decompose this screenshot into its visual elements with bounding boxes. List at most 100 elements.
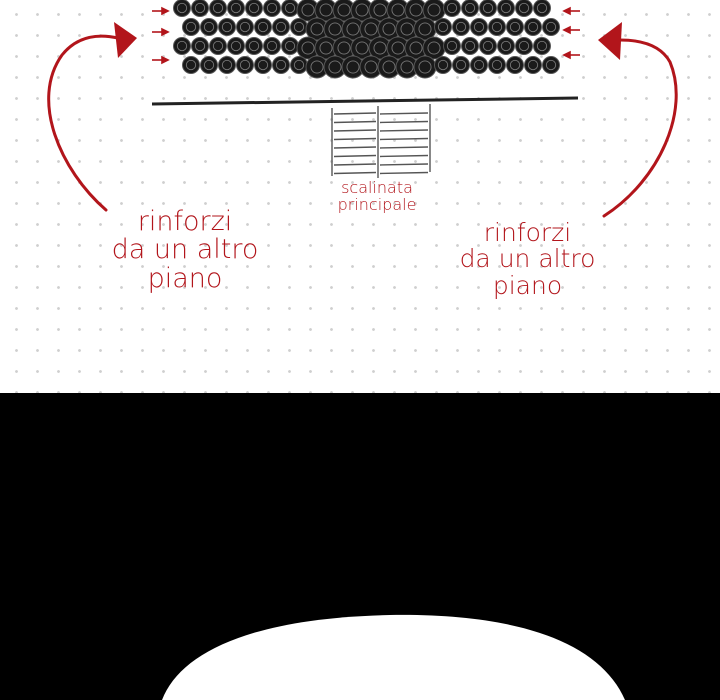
crowd-head-scribble — [328, 60, 342, 74]
crowd-head-scribble — [455, 59, 467, 71]
crowd-head — [470, 18, 488, 36]
crowd-head — [245, 37, 263, 55]
crowd-head — [542, 56, 560, 74]
crowd-head-scribble — [409, 41, 423, 55]
left-annotation-line-3: piano — [147, 262, 223, 294]
crowd-head — [452, 18, 470, 36]
crowd-head — [281, 0, 299, 17]
stair-step — [379, 146, 429, 149]
crowd-head — [173, 0, 191, 17]
crowd-head-scribble — [509, 21, 521, 33]
crowd-head-scribble — [275, 21, 287, 33]
left-curved-arrow — [47, 22, 137, 212]
crowd-head-scribble — [364, 60, 378, 74]
crowd-head — [254, 18, 272, 36]
crowd-head-scribble — [293, 21, 305, 33]
crowd-head — [182, 18, 200, 36]
staircase-label-line-2: principale — [337, 194, 417, 214]
crowd-head-scribble — [203, 21, 215, 33]
crowd-head-scribble — [509, 59, 521, 71]
crowd-head-scribble — [275, 59, 287, 71]
crowd-head-scribble — [437, 21, 449, 33]
crowd-head — [506, 56, 524, 74]
stair-step — [333, 154, 377, 158]
crowd-head — [191, 37, 209, 55]
crowd-head — [173, 37, 191, 55]
stair-step — [333, 129, 377, 132]
crowd-head-scribble — [400, 22, 414, 36]
crowd-head — [452, 56, 470, 74]
crowd-head-scribble — [212, 40, 224, 52]
crowd-head-scribble — [284, 40, 296, 52]
crowd-head-scribble — [409, 3, 423, 17]
crowd-head — [245, 0, 263, 17]
crowd-head — [182, 56, 200, 74]
stair-step — [379, 120, 429, 124]
crowd-head-scribble — [239, 59, 251, 71]
crowd-head-scribble — [293, 59, 305, 71]
crowd-head — [515, 37, 533, 55]
crowd-head-scribble — [337, 41, 351, 55]
crowd-head — [488, 56, 506, 74]
crowd-head-scribble — [373, 41, 387, 55]
crowd-head — [290, 18, 308, 36]
stair-step — [379, 163, 429, 166]
crowd-head-scribble — [310, 22, 324, 36]
right-annotation-line-1: rinforzi — [483, 218, 572, 247]
crowd-head-scribble — [221, 59, 233, 71]
crowd-head-scribble — [455, 21, 467, 33]
crowd-head-scribble — [230, 2, 242, 14]
crowd-head-scribble — [284, 2, 296, 14]
stair-step — [379, 171, 429, 175]
crowd-head-scribble — [212, 2, 224, 14]
crowd-head-scribble — [266, 2, 278, 14]
crowd-head — [209, 0, 227, 17]
stair-step — [379, 129, 429, 132]
right-curved-arrow — [598, 22, 678, 218]
crowd-head-scribble — [527, 21, 539, 33]
crowd-head — [272, 56, 290, 74]
left-annotation: rinforzi da un altro piano — [105, 206, 265, 294]
crowd-head-scribble — [248, 2, 260, 14]
crowd-head — [218, 56, 236, 74]
crowd-head-scribble — [346, 60, 360, 74]
crowd-head-scribble — [418, 60, 432, 74]
crowd-head-scribble — [328, 22, 342, 36]
crowd-head-scribble — [382, 60, 396, 74]
crowd-head-scribble — [473, 59, 485, 71]
crowd-head-scribble — [176, 40, 188, 52]
crowd-head-scribble — [185, 21, 197, 33]
crowd-head-scribble — [301, 3, 315, 17]
crowd-head — [479, 0, 497, 17]
crowd-head-scribble — [391, 41, 405, 55]
crowd-head-scribble — [185, 59, 197, 71]
crowd-head — [542, 18, 560, 36]
crowd-head — [515, 0, 533, 17]
crowd-head — [263, 37, 281, 55]
crowd-head-scribble — [266, 40, 278, 52]
crowd-head — [200, 56, 218, 74]
crowd-head-scribble — [518, 2, 530, 14]
crowd-head-scribble — [400, 60, 414, 74]
crowd-head — [443, 0, 461, 17]
crowd-head-scribble — [194, 40, 206, 52]
crowd-head-scribble — [482, 2, 494, 14]
crowd-head — [443, 37, 461, 55]
crowd-head-scribble — [257, 21, 269, 33]
left-annotation-line-1: rinforzi — [137, 206, 233, 237]
crowd-head — [461, 37, 479, 55]
crowd-head — [218, 18, 236, 36]
crowd-head-scribble — [427, 3, 441, 17]
crowd-head-scribble — [176, 2, 188, 14]
crowd-head-scribble — [427, 41, 441, 55]
crowd-head — [479, 37, 497, 55]
stair-step — [333, 171, 377, 175]
crowd-sketch-drawing — [47, 0, 678, 218]
crowd-head-scribble — [482, 40, 494, 52]
crowd-head-scribble — [355, 41, 369, 55]
staircase-icon — [331, 104, 431, 178]
crowd-head-scribble — [373, 3, 387, 17]
crowd-head — [497, 37, 515, 55]
crowd-head — [524, 18, 542, 36]
crowd-head-scribble — [391, 3, 405, 17]
